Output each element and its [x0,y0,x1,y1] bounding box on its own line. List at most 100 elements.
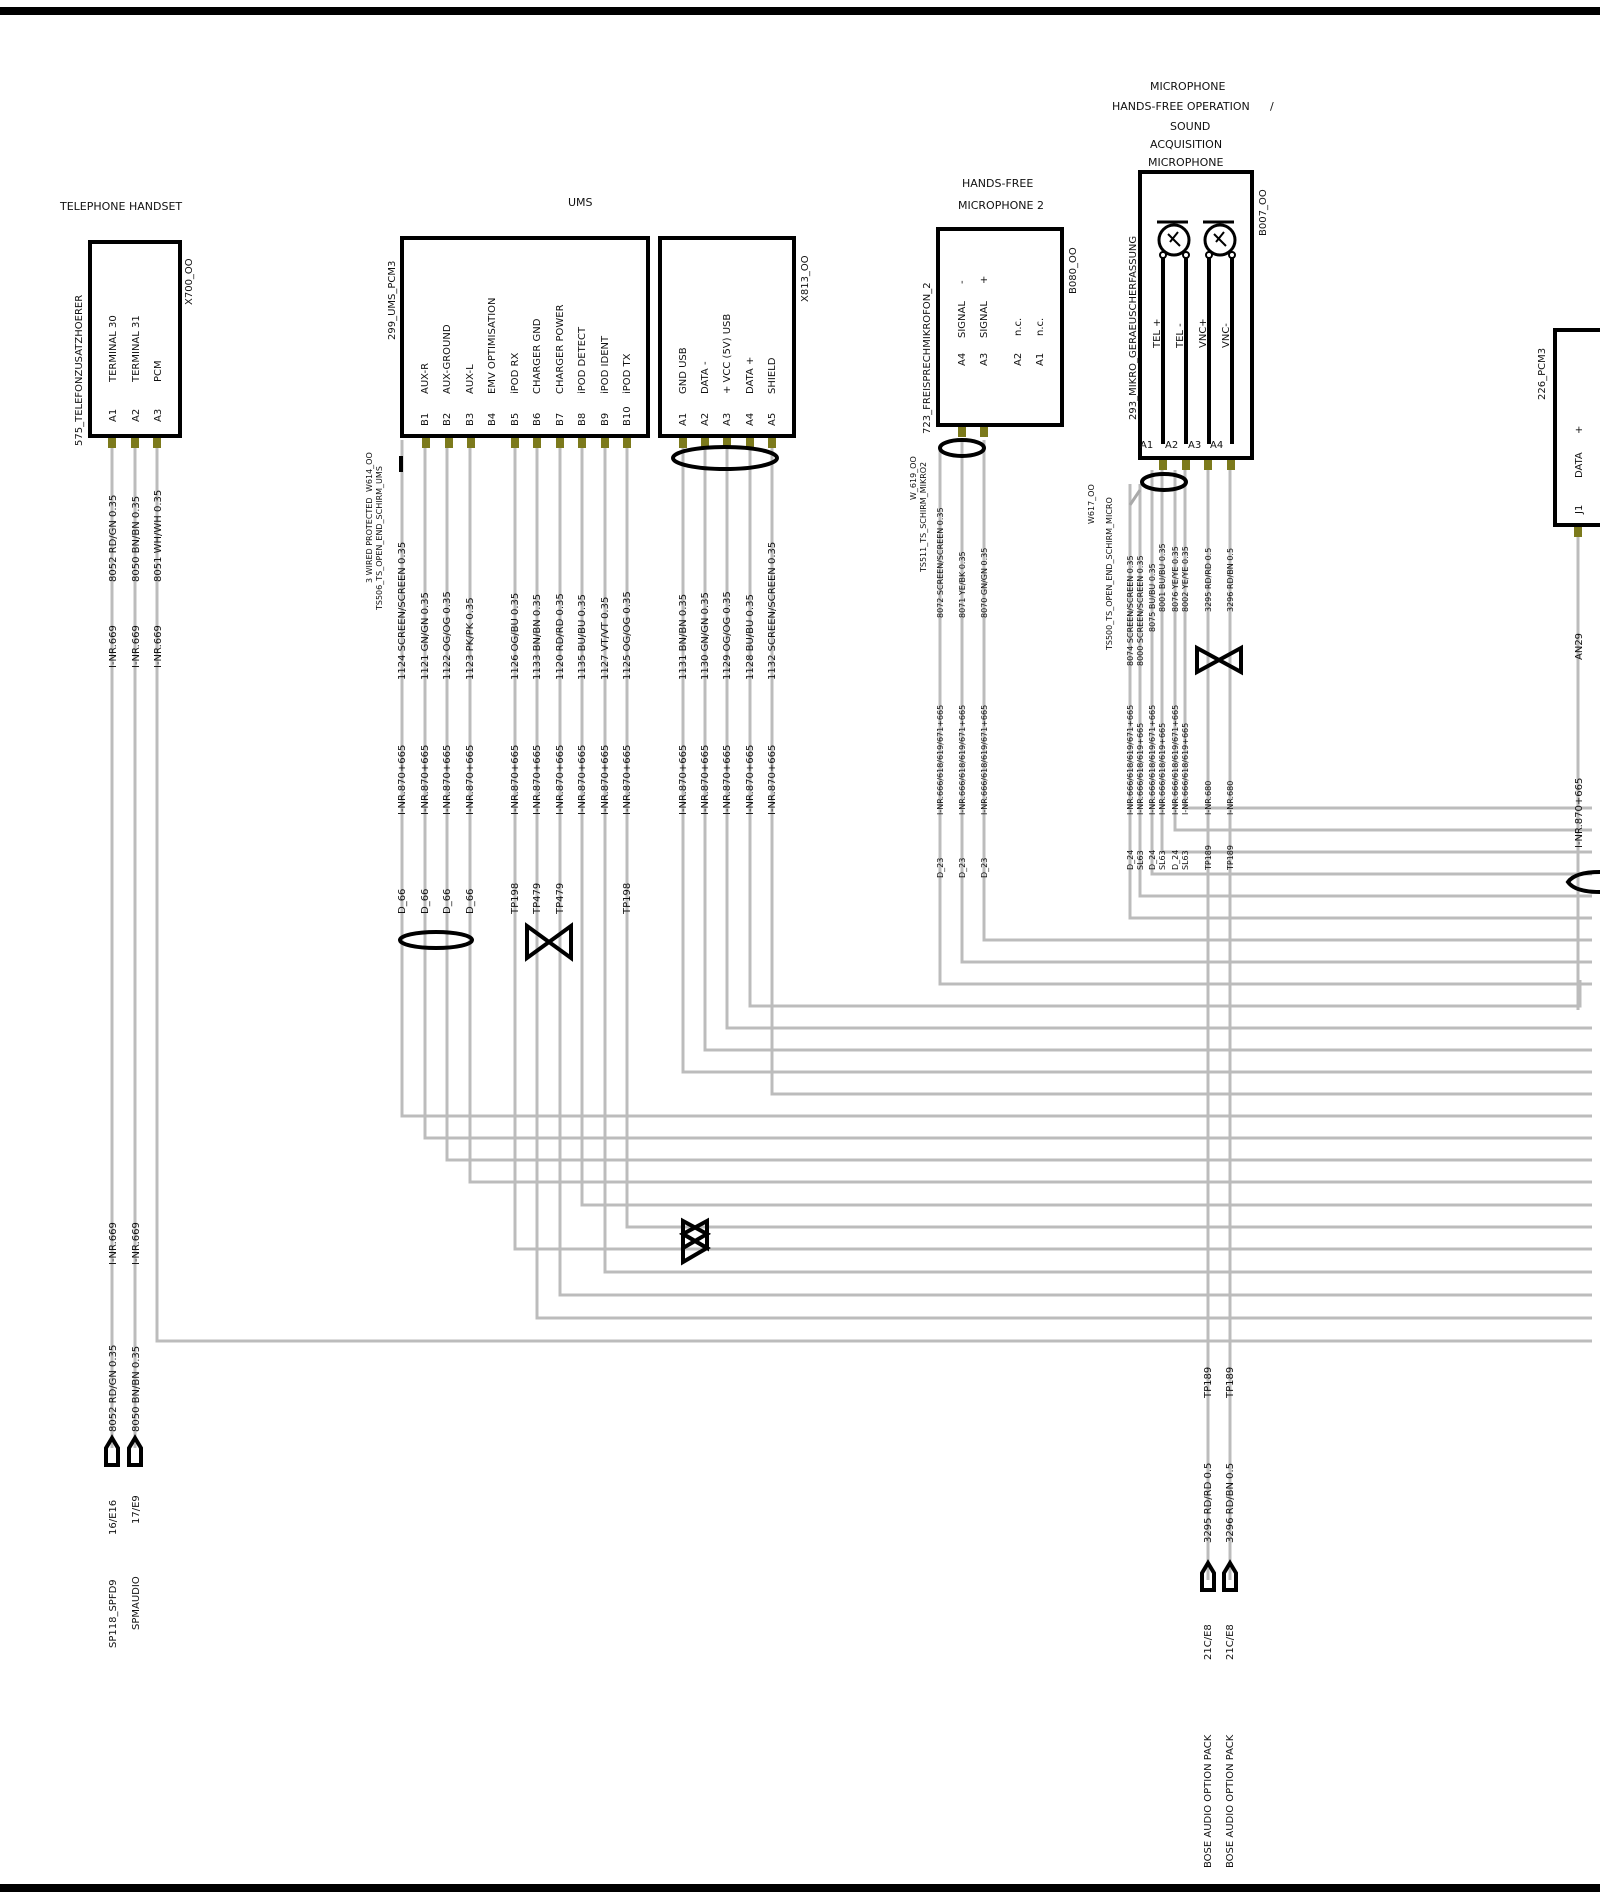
diagram-label: AN29 [1574,633,1585,660]
ums-pins: B1 B2 B3 B4 B5 B6 B7 B8 B9 B10 AUX-R AUX… [420,297,633,426]
diagram-shape [1138,484,1592,898]
shield-label: 3 WIRED PROTECTED [365,497,374,583]
diagram-label: D_66 [465,889,476,914]
diagram-label: TP189 [1203,1367,1214,1399]
diagram-label: J1 [1574,505,1585,515]
diagram-shape [511,438,519,448]
diagram-label: 1130 GN/GN 0.35 [700,592,711,680]
signal-label: iPOD DETECT [577,326,588,394]
diagram-shape [556,438,564,448]
signal-label: AUX-R [420,363,431,394]
diagram-label: SIGNAL [957,301,968,338]
diagram-label: DATA + [745,357,756,394]
diagram-label: 8001 BU/BU 0.35 [1158,543,1167,612]
diagram-shape [770,440,1592,1096]
bottom-border [0,1884,1600,1892]
diagram-shape [468,440,1592,1184]
pcm3-box [1553,328,1600,527]
diagram-label: - [957,280,968,284]
diagram-label: I-NR.666/618/619+665 [1136,723,1145,815]
diagram-shape [445,440,1592,1162]
connector-label: 17/E9 [131,1495,142,1524]
diagram-shape [535,440,1592,1320]
micro-title: ACQUISITION [1150,138,1222,151]
pcm3-name: 226_PCM3 [1537,348,1548,400]
diagram-shape [1205,251,1213,259]
diagram-shape [578,438,586,448]
diagram-label: 1122 OG/OG 0.35 [442,591,453,680]
diagram-label: DATA [1574,452,1585,478]
wire-layer [110,440,1592,1580]
diagram-label: DATA - [700,361,711,394]
diagram-shape [155,440,1592,1343]
diagram-label: I-NR.680 [1226,781,1235,815]
diagram-shape [467,438,475,448]
diagram-label: BOSE AUDIO OPTION PACK [1225,1734,1236,1868]
diagram-label: I-NR.870+665 [442,745,453,815]
diagram-label: I-NR.666/618/619+665 [1181,723,1190,815]
handset-component: TELEPHONE HANDSET X700_OO 575_TELEFONZUS… [59,200,195,1648]
diagram-shape [513,440,1592,1251]
pin-label: B6 [532,413,543,426]
diagram-shape [580,440,1592,1207]
mic2-name: 723_FREISPRECHMIKROFON_2 [922,282,933,434]
ums-pin-marks [422,438,631,448]
handset-signal-a1: TERMINAL 30 [108,315,119,383]
diagram-label: A4 [957,353,968,366]
mic-capsule-icon [1203,220,1237,259]
diagram-label: D_66 [397,889,408,914]
diagram-label: 1131 BN/BN 0.35 [678,594,689,680]
diagram-shape [1182,251,1190,259]
twist-ellipse [398,930,474,950]
diagram-shape [1213,231,1227,247]
wire-label: 8050 BN/BN 0.35 [131,1346,142,1432]
diagram-label: I-NR.870+665 [745,745,756,815]
pin [131,438,139,448]
diagram-label: A5 [767,413,778,426]
handset-signal-a3: PCM [153,360,164,382]
shield-id: W614_OO [365,452,374,492]
diagram-label: A4 [745,413,756,426]
mic2-id: B080_OO [1068,247,1079,294]
diagram-label: 8074 SCREEN/SCREEN 0.35 [1126,555,1135,666]
diagram-label: I-NR.870+665 [600,745,611,815]
diagram-label: D_66 [442,889,453,914]
diagram-label: + VCC (5V) USB [722,314,733,394]
signal-label: AUX-GROUND [442,324,453,394]
diagram-label: I-NR.666/618/619/671+665 [958,705,967,815]
ums-wire-connectors: D_66 D_66 D_66 D_66 TP198 TP479 TP479 TP… [397,883,633,915]
signal-label: CHARGER GND [532,318,543,394]
micro-shield-ellipse [1140,472,1188,492]
micro-title: SOUND [1170,120,1210,133]
ums-wire-routes: I-NR.870+665 I-NR.870+665 I-NR.870+665 I… [397,745,633,815]
ums-title: UMS [568,196,593,209]
diagram-shape [1227,460,1235,470]
diagram-label: 1126 OG/BU 0.35 [510,593,521,680]
signal-label: EMV OPTIMISATION [487,297,498,394]
diagram-shape [748,440,1582,1008]
diagram-label: TP479 [532,883,543,915]
signal-label: AUX-L [465,364,476,394]
diagram-label: I-NR.870+665 [700,745,711,815]
wire-route: I-NR.669 [153,625,164,668]
diagram-label: I-NR.870+665 [722,745,733,815]
diagram-shape [701,438,709,448]
diagram-label: D_23 [980,858,989,878]
diagram-label: 1123 PK/PK 0.35 [465,597,476,680]
handset-title: TELEPHONE HANDSET [59,200,182,213]
diagram-shape [1204,460,1212,470]
diagram-shape [533,438,541,448]
pin [108,438,116,448]
diagram-shape [400,440,1592,1118]
diagram-label: n.c. [1035,318,1046,336]
handset-pin-a1: A1 [108,409,119,422]
diagram-label: 1129 OG/OG 0.35 [722,591,733,680]
wire-label: 8050 BN/BN 0.35 [131,496,142,582]
diagram-label: D_24 [1171,850,1180,870]
diagram-shape [1159,251,1167,259]
diagram-label: I-NR.666/618/619/671+665 [1171,705,1180,815]
diagram-shape [625,440,1592,1229]
mic-capsule-icon [1157,220,1191,259]
pin-label: B4 [487,413,498,426]
diagram-label: 8075 BU/BU 0.35 [1148,563,1157,632]
